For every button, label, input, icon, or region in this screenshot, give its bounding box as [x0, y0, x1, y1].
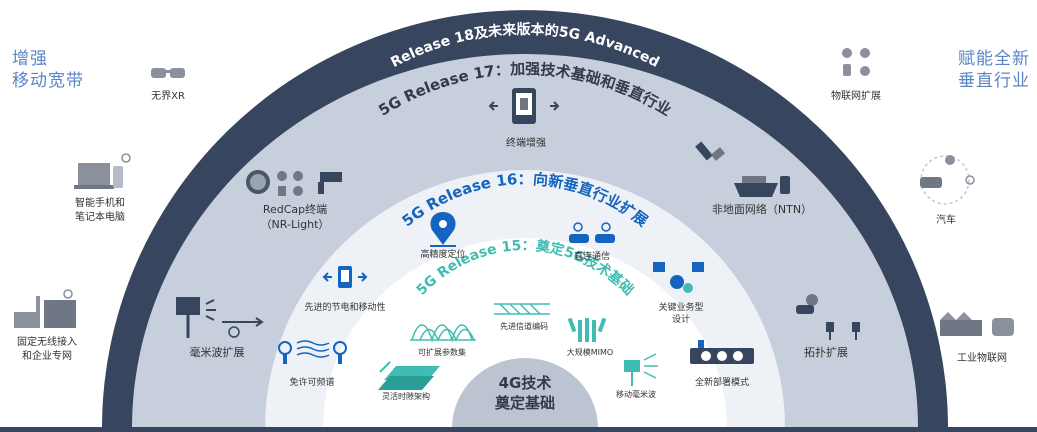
mission-critical-icon	[653, 262, 704, 293]
label-car: 汽车	[936, 213, 956, 226]
label-positioning: 高精度定位	[420, 248, 465, 260]
ring-core-4g	[452, 358, 598, 428]
left-title-line-2: 移动宽带	[12, 71, 84, 91]
power-saving-icon	[322, 266, 368, 288]
device-enhancement-icon	[488, 88, 560, 124]
base-bar	[0, 427, 1037, 432]
iot-sensors-icon	[842, 48, 870, 76]
unlicensed-spectrum-icon	[278, 340, 347, 364]
flexible-slot-icon	[378, 361, 440, 390]
factory-icon	[940, 312, 1014, 336]
label-numerology: 可扩展参数集	[418, 347, 466, 357]
direct-communication-icon	[569, 222, 615, 243]
laptop-phone-icon	[74, 153, 131, 189]
label-unlicensed: 免许可频谱	[289, 376, 334, 388]
fixed-wireless-icon	[14, 289, 76, 328]
label-deploy: 全新部署模式	[695, 376, 749, 388]
label-coding: 先进信道编码	[500, 321, 548, 331]
label-power: 先进的节电和移动性	[304, 301, 385, 313]
label-mmwave-ext: 毫米波扩展	[190, 345, 245, 359]
label-redcap-line-1: RedCap终端	[263, 202, 327, 216]
scalable-numerology-icon	[410, 324, 476, 343]
label-ntn: 非地面网络（NTN）	[712, 202, 812, 216]
label-vertical-line-1: 关键业务型	[658, 301, 703, 313]
label-mimo: 大规模MIMO	[567, 347, 613, 357]
right-title: 赋能全新 垂直行业	[958, 48, 1030, 92]
core-label-line-2: 奠定基础	[494, 394, 555, 412]
core-label-line-1: 4G技术	[499, 374, 552, 392]
label-tdd: 灵活时隙架构	[382, 391, 430, 401]
new-deployment-icon	[690, 340, 754, 364]
right-title-line-2: 垂直行业	[958, 71, 1030, 91]
satellite-ship-icon	[695, 141, 790, 197]
label-iiot: 工业物联网	[957, 351, 1007, 364]
mmwave-extension-icon	[176, 297, 264, 338]
label-device: 终端增强	[506, 136, 546, 149]
channel-coding-icon	[494, 303, 550, 315]
location-pin-icon	[430, 212, 456, 247]
label-topology: 拓扑扩展	[804, 345, 848, 359]
label-redcap-line-2: （NR-Light）	[261, 218, 330, 231]
topology-icon	[796, 294, 860, 340]
label-vertical-line-2: 设计	[672, 313, 690, 325]
label-fwa-line-2: 和企业专网	[22, 349, 72, 362]
mobile-mmwave-icon	[624, 353, 658, 386]
redcap-devices-icon	[246, 170, 342, 196]
left-title: 增强 移动宽带	[12, 48, 84, 92]
label-direct: 直连通信	[574, 250, 610, 262]
left-title-line-1: 增强	[12, 49, 48, 69]
label-iot: 物联网扩展	[831, 89, 881, 102]
label-phone-line-2: 笔记本电脑	[75, 210, 125, 223]
massive-mimo-icon	[567, 317, 607, 342]
label-phone-line-1: 智能手机和	[75, 196, 125, 209]
label-fwa-line-1: 固定无线接入	[17, 335, 77, 348]
vr-glasses-icon	[151, 68, 185, 78]
label-xr: 无界XR	[151, 90, 185, 102]
car-icon	[920, 155, 975, 205]
label-mmwave: 移动毫米波	[616, 389, 656, 399]
right-title-line-1: 赋能全新	[958, 49, 1030, 69]
